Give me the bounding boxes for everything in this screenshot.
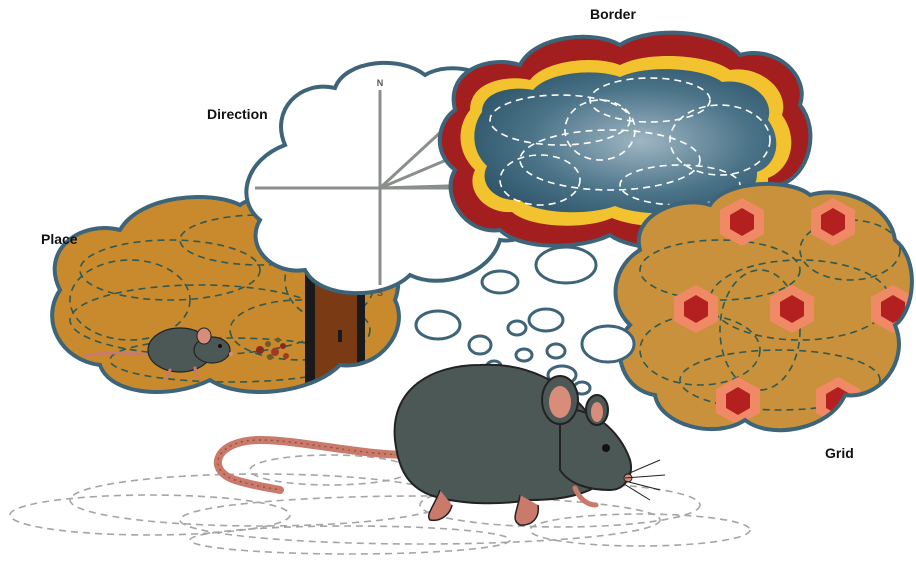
border-label: Border (590, 6, 636, 22)
grid-cloud (616, 184, 915, 430)
direction-label: Direction (207, 106, 268, 122)
place-label: Place (41, 231, 78, 247)
compass-north-label: N (377, 78, 384, 88)
grid-label: Grid (825, 445, 854, 461)
compass-south-label: S (377, 288, 383, 298)
floor-paths (10, 455, 750, 554)
